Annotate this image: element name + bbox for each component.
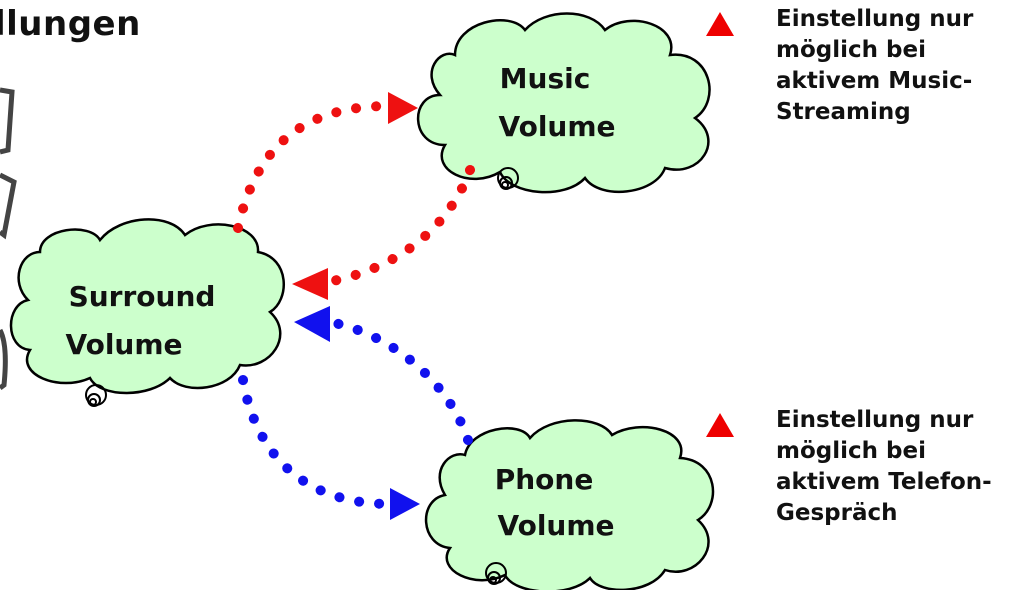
arrow-surround-to-phone (238, 375, 398, 510)
cloud-surround-label-1: Surround (69, 280, 216, 313)
note-phone-line: aktivem Telefon- (776, 469, 992, 495)
note-music-line: aktivem Music- (776, 68, 973, 94)
note-phone-line: Gespräch (776, 500, 898, 526)
note-music-line: Streaming (776, 99, 911, 125)
cloud-tail-icon (497, 167, 519, 190)
page-title: llungen (0, 4, 141, 44)
cloud-phone-volume (424, 419, 715, 590)
arrowhead-surround-red (292, 268, 328, 300)
arrow-phone-to-surround (325, 317, 473, 445)
cloud-tail-icon (485, 562, 507, 585)
arrow-surround-to-music (233, 100, 397, 233)
note-music-line: möglich bei (776, 37, 926, 63)
cloud-phone-label-1: Phone (495, 463, 594, 496)
cloud-phone-label-2: Volume (497, 509, 614, 542)
cloud-music-label-1: Music (500, 62, 591, 95)
arrowhead-music (388, 92, 418, 124)
cloud-surround-label-2: Volume (65, 328, 182, 361)
arrowhead-phone (390, 488, 420, 520)
arrowhead-surround-blue (294, 306, 330, 342)
device-fragment-icon (0, 87, 17, 390)
cloud-tail-icon (85, 384, 107, 407)
note-phone-line: möglich bei (776, 438, 926, 464)
arrow-music-to-surround (317, 165, 475, 288)
cloud-surround-volume (9, 218, 285, 395)
note-music-line: Einstellung nur (776, 6, 974, 32)
warning-triangle-icon (706, 413, 734, 437)
warning-triangle-icon (706, 12, 734, 36)
cloud-music-volume (416, 12, 711, 194)
cloud-music-label-2: Volume (498, 110, 615, 143)
note-phone-line: Einstellung nur (776, 407, 974, 433)
